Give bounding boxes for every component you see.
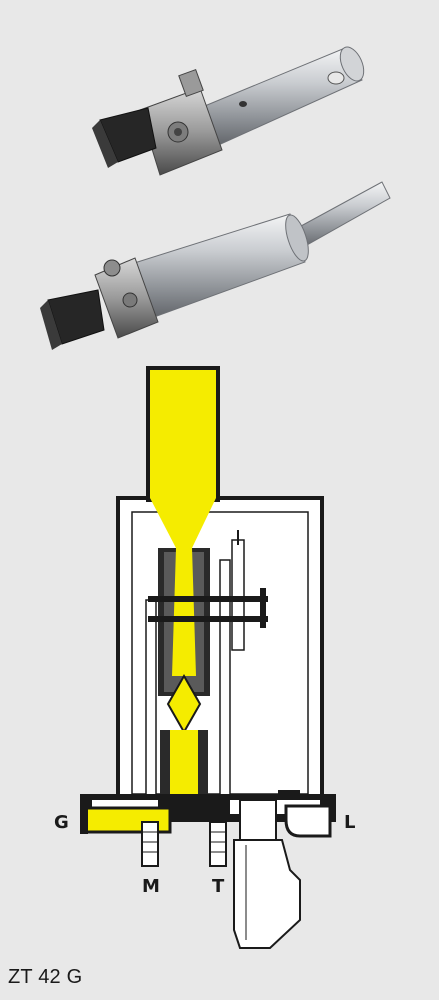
flame-cone (150, 498, 216, 548)
label-t: T (212, 876, 225, 897)
connector-plug (233, 799, 301, 949)
burner-photo-short (92, 46, 365, 176)
label-g: G (54, 812, 69, 833)
burner-photo-long (40, 181, 391, 350)
gas-duct (172, 548, 196, 676)
label-m: M (142, 876, 160, 897)
product-caption: ZT 42 G (8, 966, 83, 988)
fitting-t (209, 821, 227, 867)
sectional-diagram (80, 366, 336, 949)
fitting-m (141, 821, 159, 867)
label-l: L (344, 812, 355, 833)
flame-column (146, 366, 220, 502)
